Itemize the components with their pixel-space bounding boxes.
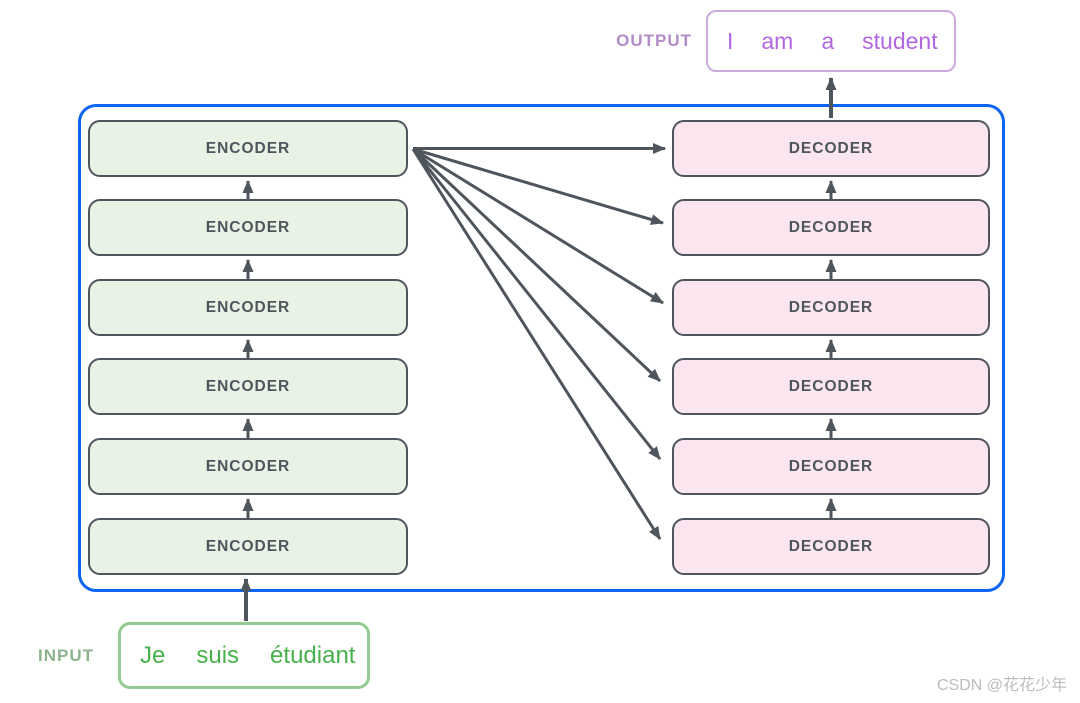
encoder-box-2: ENCODER (88, 199, 408, 256)
encoder-label: ENCODER (205, 218, 291, 236)
decoder-label: DECODER (788, 218, 874, 236)
encoder-box-1: ENCODER (88, 120, 408, 177)
encoder-box-5: ENCODER (88, 438, 408, 495)
encoder-label: ENCODER (205, 298, 291, 316)
input-word: Je (140, 641, 166, 669)
decoder-box-6: DECODER (672, 518, 990, 575)
encoder-box-6: ENCODER (88, 518, 408, 575)
output-label: OUTPUT (616, 31, 692, 50)
decoder-label: DECODER (788, 139, 874, 157)
input-sentence-box: Je suis étudiant (118, 622, 370, 689)
output-word: I (727, 27, 734, 54)
input-word: suis (196, 641, 240, 669)
watermark: CSDN @花花少年 (936, 677, 1067, 694)
decoder-box-4: DECODER (672, 358, 990, 415)
model-container (78, 104, 1005, 592)
decoder-box-5: DECODER (672, 438, 990, 495)
encoder-label: ENCODER (205, 537, 291, 555)
output-word: student (862, 27, 938, 54)
encoder-label: ENCODER (205, 139, 291, 157)
decoder-box-3: DECODER (672, 279, 990, 336)
decoder-label: DECODER (788, 537, 874, 555)
output-sentence-box: I am a student (706, 10, 956, 72)
encoder-label: ENCODER (205, 377, 291, 395)
input-label: INPUT (38, 646, 94, 665)
decoder-label: DECODER (788, 298, 874, 316)
encoder-box-3: ENCODER (88, 279, 408, 336)
encoder-label: ENCODER (205, 457, 291, 475)
decoder-box-2: DECODER (672, 199, 990, 256)
decoder-label: DECODER (788, 457, 874, 475)
decoder-box-1: DECODER (672, 120, 990, 177)
output-word: a (821, 27, 835, 54)
encoder-box-4: ENCODER (88, 358, 408, 415)
decoder-label: DECODER (788, 377, 874, 395)
output-word: am (761, 27, 794, 54)
input-word: étudiant (270, 641, 356, 669)
